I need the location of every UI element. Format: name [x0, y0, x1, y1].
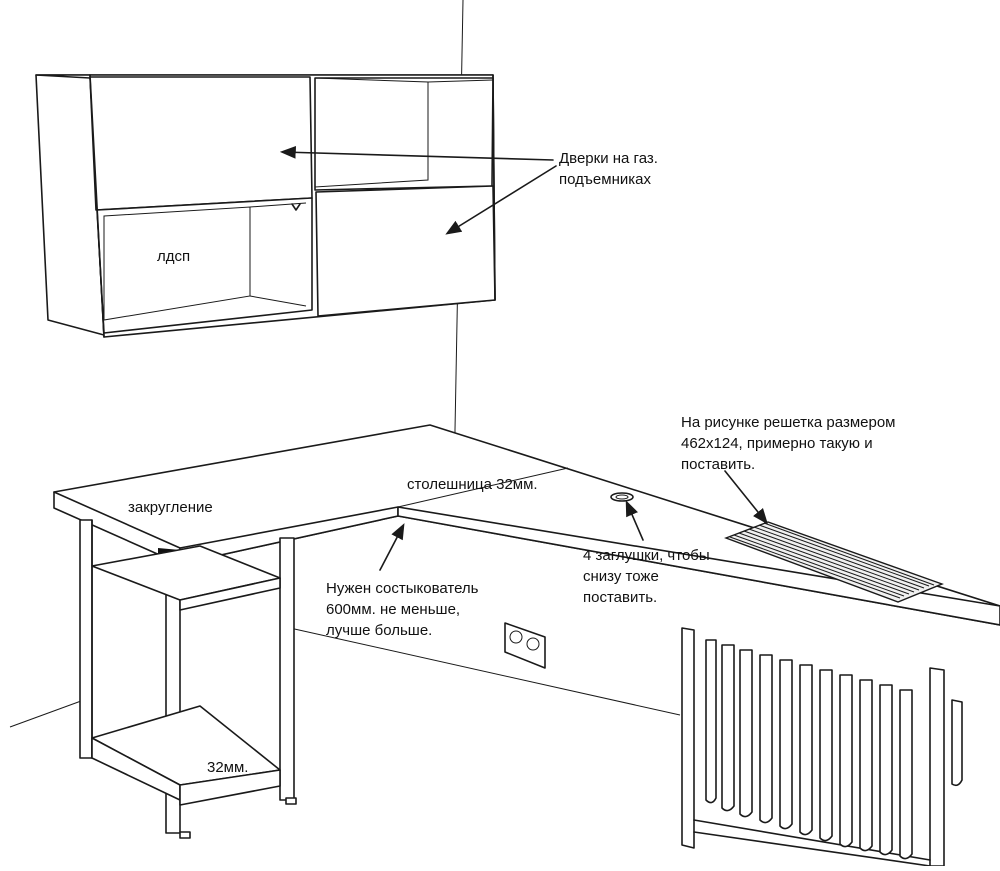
arrow-to-grommet	[625, 500, 644, 541]
label-tabletop: столешница 32мм.	[407, 476, 538, 493]
gas-lift-icon	[291, 203, 301, 211]
hanging-folders	[705, 639, 963, 860]
top-right-open-shelf	[314, 77, 494, 191]
right-desk-leg	[681, 627, 945, 867]
label-plugs: 4 заглушки, чтобы снизу тоже поставить.	[583, 547, 710, 606]
bottom-right-door	[315, 185, 496, 317]
cable-grommet	[610, 492, 634, 502]
label-grille: На рисунке решетка размером 462х124, при…	[681, 414, 896, 473]
label-doors: Дверки на газ. подъемниках	[559, 150, 658, 188]
label-rounding: закругление	[128, 499, 213, 516]
annotation-arrows	[279, 145, 769, 571]
top-left-door	[89, 76, 313, 211]
arrow-to-joint	[379, 523, 405, 571]
bottom-left-open-shelf	[96, 197, 313, 334]
power-socket	[504, 622, 546, 669]
wall-cabinet	[35, 74, 496, 338]
label-connector: Нужен состыкователь 600мм. не меньше, лу…	[326, 580, 479, 639]
label-ldsp: лдсп	[157, 248, 191, 265]
label-thickness: 32мм.	[207, 759, 249, 776]
arrow-to-top-door	[279, 145, 554, 161]
arrow-to-grille	[724, 470, 769, 525]
desk-top	[53, 424, 1000, 626]
left-pedestal	[79, 519, 297, 839]
ventilation-grille	[724, 521, 944, 603]
arrow-to-bottom-door	[445, 165, 557, 235]
